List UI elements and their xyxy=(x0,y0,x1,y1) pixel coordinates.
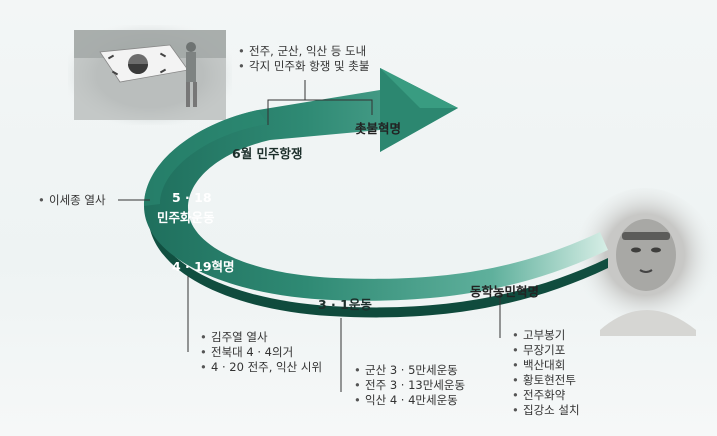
note-item: 이세종 열사 xyxy=(38,193,106,208)
note-item: 각지 민주화 항쟁 및 촛불 xyxy=(238,59,369,74)
note-item: 익산 4 · 4만세운동 xyxy=(354,393,465,408)
notes-april19: 김주열 열사 전북대 4 · 4의거 4 · 20 전주, 익산 시위 xyxy=(200,330,322,375)
note-item: 고부봉기 xyxy=(512,328,580,343)
notes-candlelight: 전주, 군산, 익산 등 도내 각지 민주화 항쟁 및 촛불 xyxy=(238,44,369,74)
note-item: 무장기포 xyxy=(512,343,580,358)
stage-april19: 4 · 19혁명 xyxy=(172,259,235,274)
note-item: 집강소 설치 xyxy=(512,403,580,418)
note-item: 전주화약 xyxy=(512,388,580,403)
stage-candlelight: 촛불혁명 xyxy=(355,121,402,136)
note-item-continued: 각지 민주화 항쟁 및 촛불 xyxy=(249,59,370,73)
note-item: 전주 3 · 13만세운동 xyxy=(354,378,465,393)
note-item: 전주, 군산, 익산 등 도내 xyxy=(238,44,369,59)
note-item: 백산대회 xyxy=(512,358,580,373)
protest-photo xyxy=(68,25,232,125)
note-item: 전북대 4 · 4의거 xyxy=(200,345,322,360)
stage-may18-line1: 5 · 18 xyxy=(172,190,212,205)
notes-march1: 군산 3 · 5만세운동 전주 3 · 13만세운동 익산 4 · 4만세운동 xyxy=(354,363,465,408)
stage-may18-line2: 민주화운동 xyxy=(157,210,215,225)
notes-may18: 이세종 열사 xyxy=(38,193,106,208)
portrait-photo xyxy=(573,188,717,336)
note-item: 군산 3 · 5만세운동 xyxy=(354,363,465,378)
stage-march1: 3 · 1운동 xyxy=(318,297,372,312)
note-item: 황토현전투 xyxy=(512,373,580,388)
notes-donghak: 고부봉기 무장기포 백산대회 황토현전투 전주화약 집강소 설치 xyxy=(512,328,580,418)
stage-june-uprising: 6월 민주항쟁 xyxy=(232,146,303,161)
note-item: 김주열 열사 xyxy=(200,330,322,345)
timeline-arrow xyxy=(144,68,608,318)
leader-lines xyxy=(118,80,501,392)
stage-donghak: 동학농민혁명 xyxy=(470,284,540,299)
note-item: 4 · 20 전주, 익산 시위 xyxy=(200,360,322,375)
